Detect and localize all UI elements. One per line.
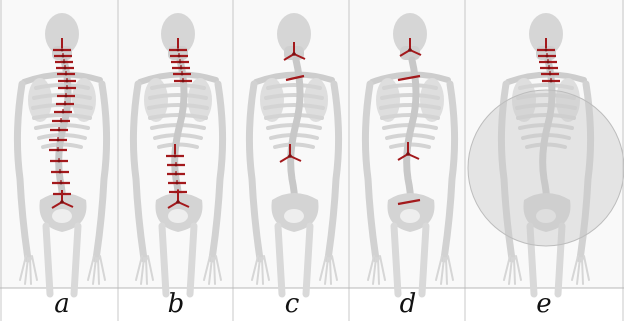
panel-label-d: d <box>348 290 468 318</box>
bounding-sphere <box>468 90 624 246</box>
panel-label-a: a <box>2 290 122 318</box>
panel-label-b: b <box>116 290 236 318</box>
panel-label-c: c <box>232 290 352 318</box>
panel-label-e: e <box>484 290 604 318</box>
